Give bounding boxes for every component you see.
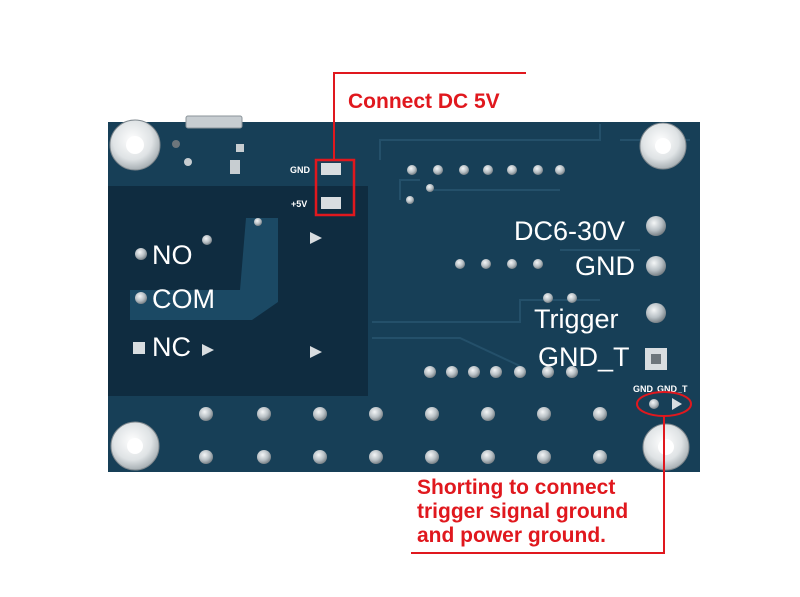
solder-pad <box>406 196 414 204</box>
callout-line-3: and power ground. <box>417 524 606 547</box>
solder-pad <box>483 165 493 175</box>
solder-pad <box>446 366 458 378</box>
solder-pad <box>468 366 480 378</box>
callout-line-1: Shorting to connect <box>417 476 615 499</box>
solder-pad <box>593 450 607 464</box>
solder-pad <box>313 450 327 464</box>
com-label: COM <box>152 284 215 314</box>
no-label: NO <box>152 240 193 270</box>
pad-gnd-label: GND <box>290 165 311 175</box>
callout-line-2: trigger signal ground <box>417 500 628 523</box>
solder-pad <box>566 366 578 378</box>
jumper-pads: GND GND_T <box>633 384 688 410</box>
pad-5v-label: +5V <box>291 199 307 209</box>
jumper-gnd-t-label: GND_T <box>657 384 688 394</box>
solder-pad <box>369 450 383 464</box>
solder-pad <box>459 165 469 175</box>
solder-pad <box>533 165 543 175</box>
bottom-callout: Shorting to connect trigger signal groun… <box>411 391 692 554</box>
solder-pad <box>507 165 517 175</box>
solder-pad <box>199 450 213 464</box>
top-callout: Connect DC 5V <box>314 72 526 217</box>
solder-pad <box>425 450 439 464</box>
trigger-label: Trigger <box>534 304 619 334</box>
mounting-holes <box>109 119 690 471</box>
solder-pad <box>407 165 417 175</box>
solder-pad <box>425 407 439 421</box>
solder-pad <box>433 165 443 175</box>
solder-pad <box>199 407 213 421</box>
input-terminals: DC6-30V GND Trigger GND_T <box>514 216 667 372</box>
solder-pad <box>257 407 271 421</box>
solder-pad <box>369 407 383 421</box>
power-pads: GND +5V <box>290 163 341 209</box>
solder-pad <box>537 407 551 421</box>
dc-input-label: DC6-30V <box>514 216 625 246</box>
gnd-t-label: GND_T <box>538 342 630 372</box>
solder-pad <box>507 259 517 269</box>
solder-pad <box>537 450 551 464</box>
solder-pad <box>481 407 495 421</box>
solder-pad <box>490 366 502 378</box>
solder-pad <box>555 165 565 175</box>
solder-pad <box>543 293 553 303</box>
solder-pad <box>533 259 543 269</box>
solder-pads <box>199 165 607 464</box>
solder-pad <box>481 450 495 464</box>
solder-pad <box>257 450 271 464</box>
solder-pad <box>313 407 327 421</box>
jumper-gnd-label: GND <box>633 384 654 394</box>
nc-label: NC <box>152 332 191 362</box>
solder-pad <box>567 293 577 303</box>
solder-pad <box>542 366 554 378</box>
solder-pad <box>481 259 491 269</box>
gnd-label: GND <box>575 251 635 281</box>
solder-pad <box>514 366 526 378</box>
solder-pad <box>424 366 436 378</box>
solder-pad <box>593 407 607 421</box>
relay-terminals: NO COM NC <box>133 218 322 362</box>
callout-connect-5v: Connect DC 5V <box>348 90 500 113</box>
solder-pad <box>426 184 434 192</box>
solder-pad <box>455 259 465 269</box>
